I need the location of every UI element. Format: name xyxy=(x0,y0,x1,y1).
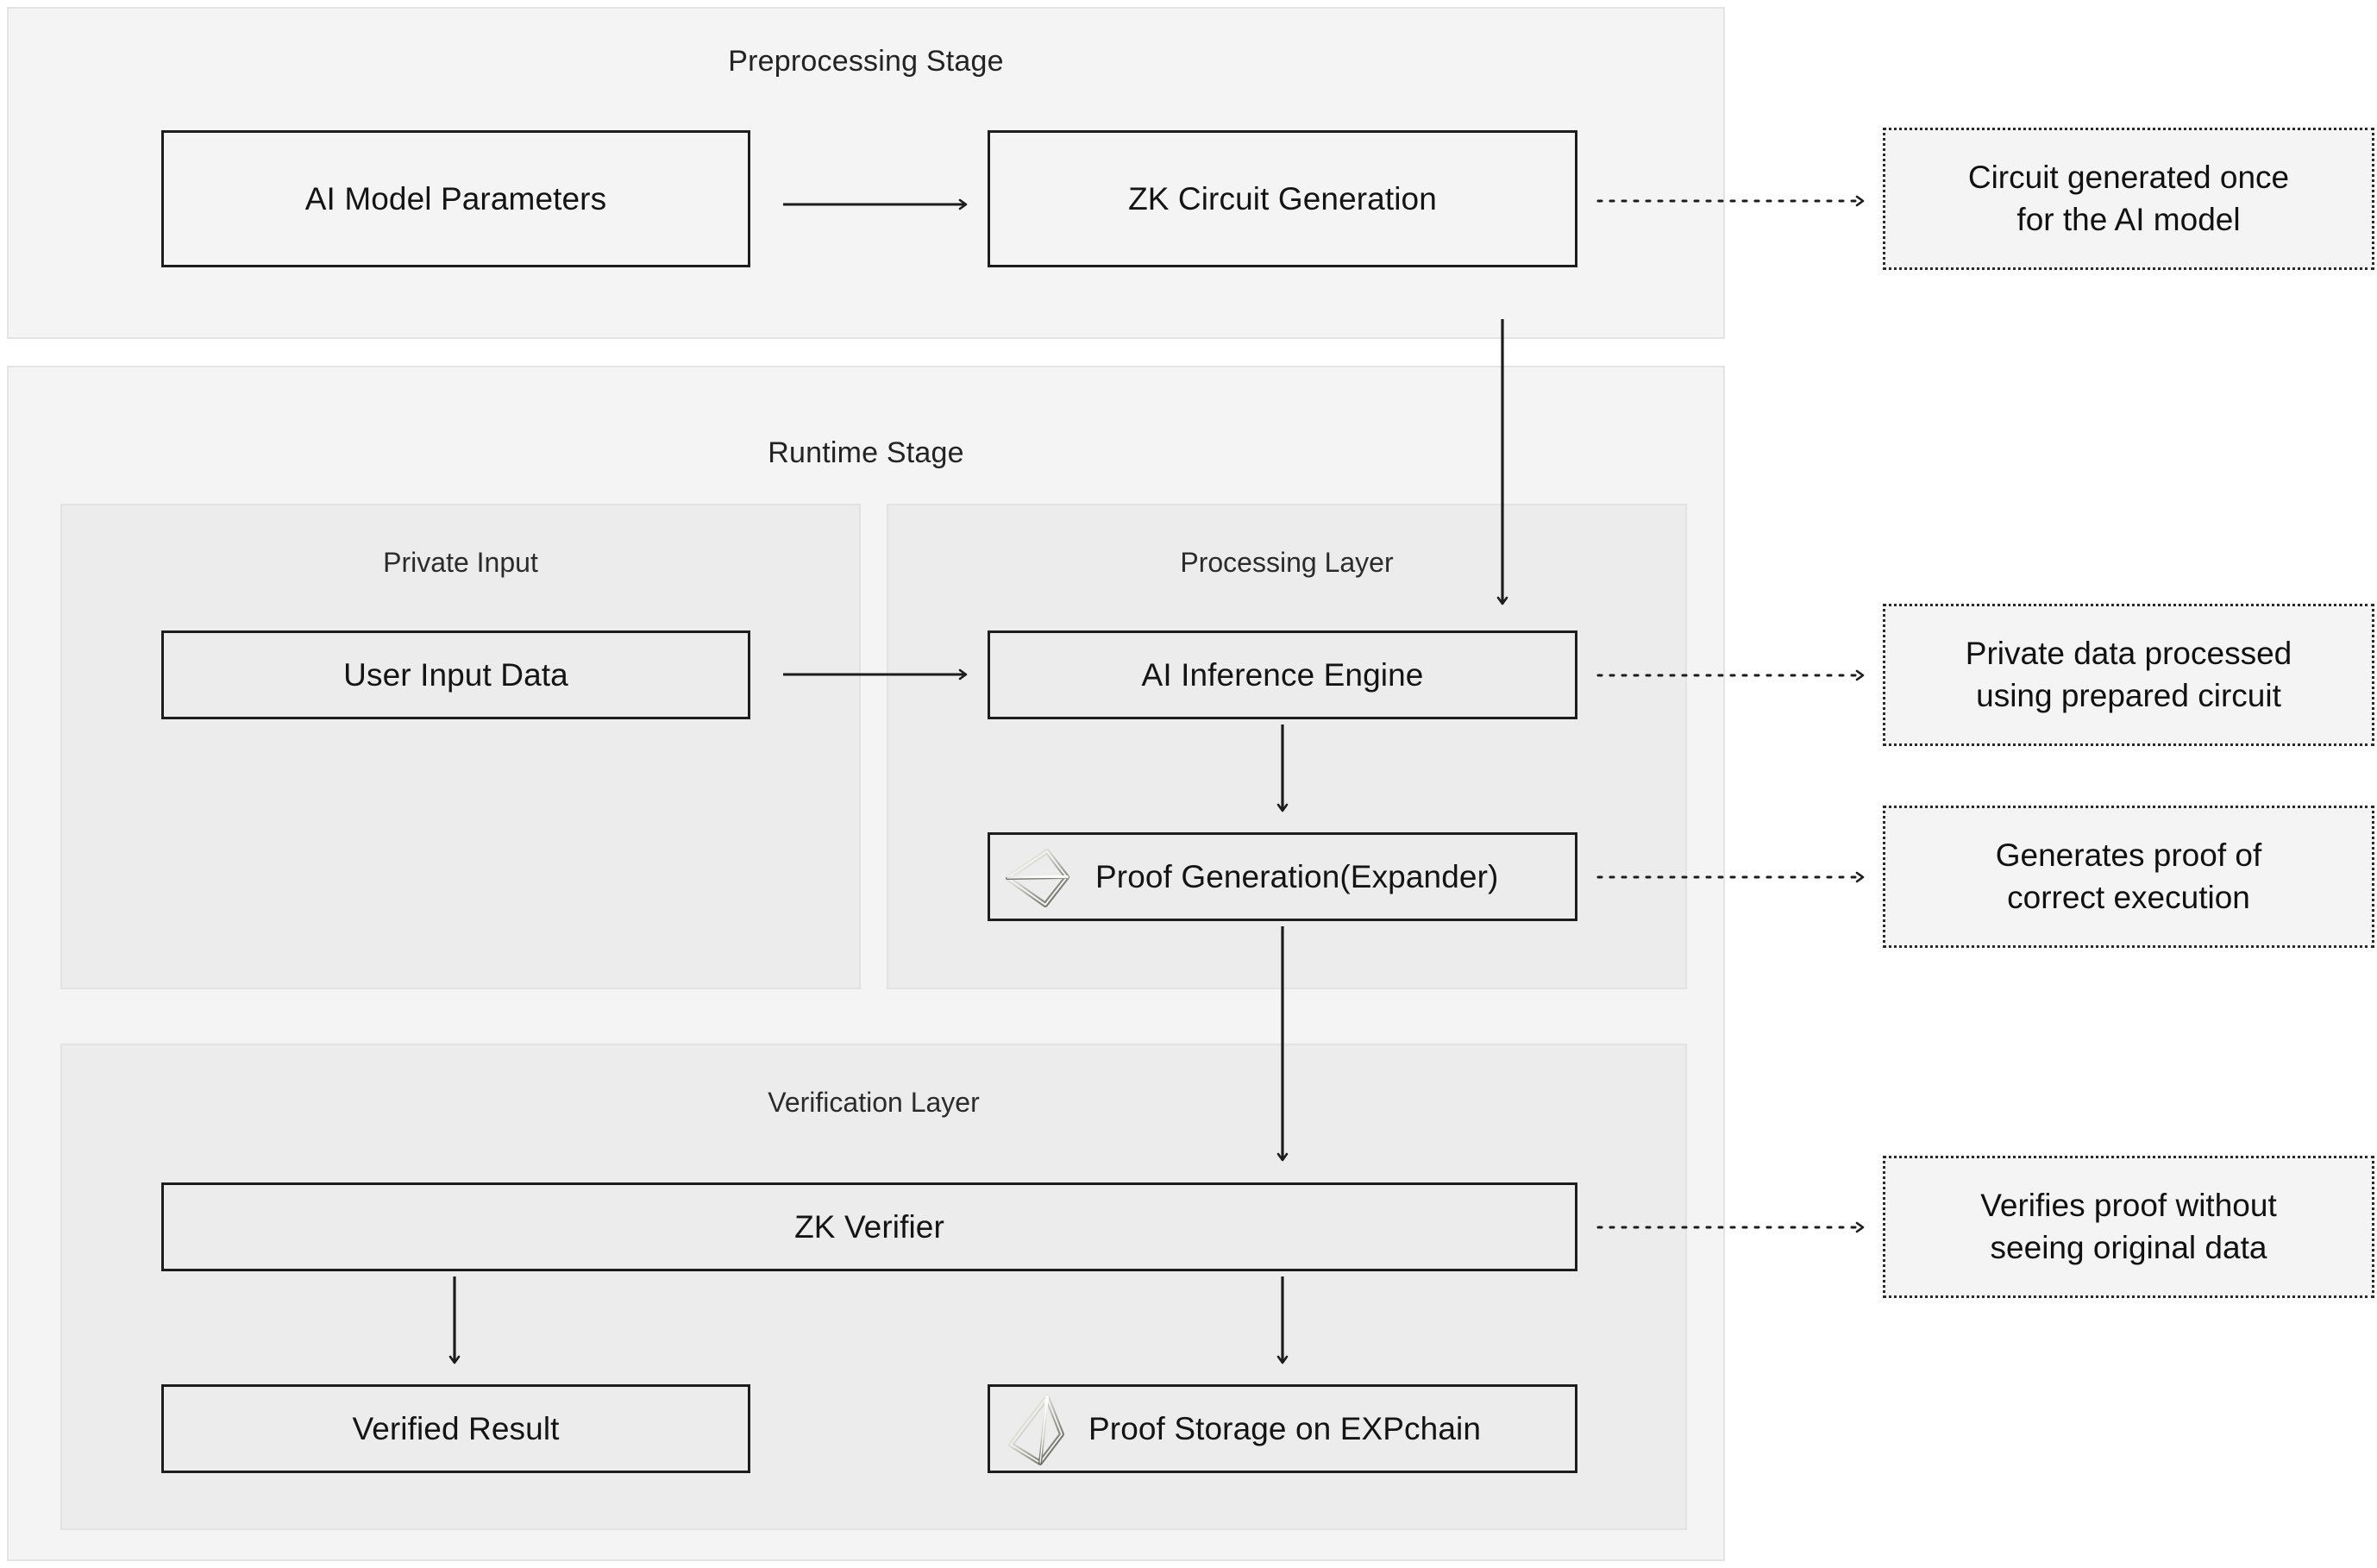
note-verifies-proof-text: Verifies proof without seeing original d… xyxy=(1980,1185,2276,1270)
note-line-1: Private data processed xyxy=(1965,635,2292,671)
group-private-input-title: Private Input xyxy=(383,547,538,578)
note-circuit-generated-once: Circuit generated once for the AI model xyxy=(1883,128,2374,270)
preprocessing-stage-container: Preprocessing Stage xyxy=(7,7,1725,339)
group-processing-layer: Processing Layer xyxy=(887,504,1687,989)
node-user-input-data-label: User Input Data xyxy=(343,656,568,693)
node-proof-generation-label: Proof Generation(Expander) xyxy=(1095,858,1499,894)
node-user-input-data[interactable]: User Input Data xyxy=(161,630,750,719)
note-verifies-proof: Verifies proof without seeing original d… xyxy=(1883,1156,2374,1298)
note-circuit-generated-once-text: Circuit generated once for the AI model xyxy=(1968,157,2289,241)
note-line-2: for the AI model xyxy=(2016,201,2241,237)
node-ai-model-parameters[interactable]: AI Model Parameters xyxy=(161,130,750,267)
group-verification-layer: Verification Layer xyxy=(60,1044,1687,1530)
note-line-1: Circuit generated once xyxy=(1967,159,2290,195)
expander-pyramid-icon xyxy=(1002,843,1075,912)
note-line-2: using prepared circuit xyxy=(1976,677,2281,713)
node-ai-model-parameters-label: AI Model Parameters xyxy=(304,180,607,216)
preprocessing-stage-title: Preprocessing Stage xyxy=(728,45,1004,78)
node-ai-inference-engine[interactable]: AI Inference Engine xyxy=(988,630,1577,719)
note-line-2: correct execution xyxy=(2007,879,2250,915)
note-line-1: Generates proof of xyxy=(1995,837,2262,873)
node-proof-generation[interactable]: Proof Generation(Expander) xyxy=(988,832,1577,921)
group-verification-layer-title: Verification Layer xyxy=(768,1087,980,1118)
node-ai-inference-engine-label: AI Inference Engine xyxy=(1141,656,1424,693)
node-verified-result-label: Verified Result xyxy=(352,1410,560,1446)
note-private-data-processed-text: Private data processed using prepared ci… xyxy=(1966,633,2292,718)
group-private-input: Private Input xyxy=(60,504,861,989)
note-line-2: seeing original data xyxy=(1990,1229,2267,1265)
node-zk-verifier-label: ZK Verifier xyxy=(794,1208,944,1245)
node-zk-verifier[interactable]: ZK Verifier xyxy=(161,1182,1577,1271)
node-proof-storage-expchain[interactable]: Proof Storage on EXPchain xyxy=(988,1384,1577,1473)
note-line-1: Verifies proof without xyxy=(1980,1187,2277,1223)
group-processing-layer-title: Processing Layer xyxy=(1180,547,1394,578)
node-zk-circuit-generation[interactable]: ZK Circuit Generation xyxy=(988,130,1577,267)
runtime-stage-title: Runtime Stage xyxy=(768,436,964,469)
node-proof-storage-expchain-label: Proof Storage on EXPchain xyxy=(1088,1410,1482,1446)
note-generates-proof-text: Generates proof of correct execution xyxy=(1996,835,2262,919)
note-generates-proof: Generates proof of correct execution xyxy=(1883,806,2374,948)
node-verified-result[interactable]: Verified Result xyxy=(161,1384,750,1473)
expchain-pyramid-icon xyxy=(1002,1391,1068,1467)
note-private-data-processed: Private data processed using prepared ci… xyxy=(1883,604,2374,746)
node-zk-circuit-generation-label: ZK Circuit Generation xyxy=(1128,180,1437,216)
